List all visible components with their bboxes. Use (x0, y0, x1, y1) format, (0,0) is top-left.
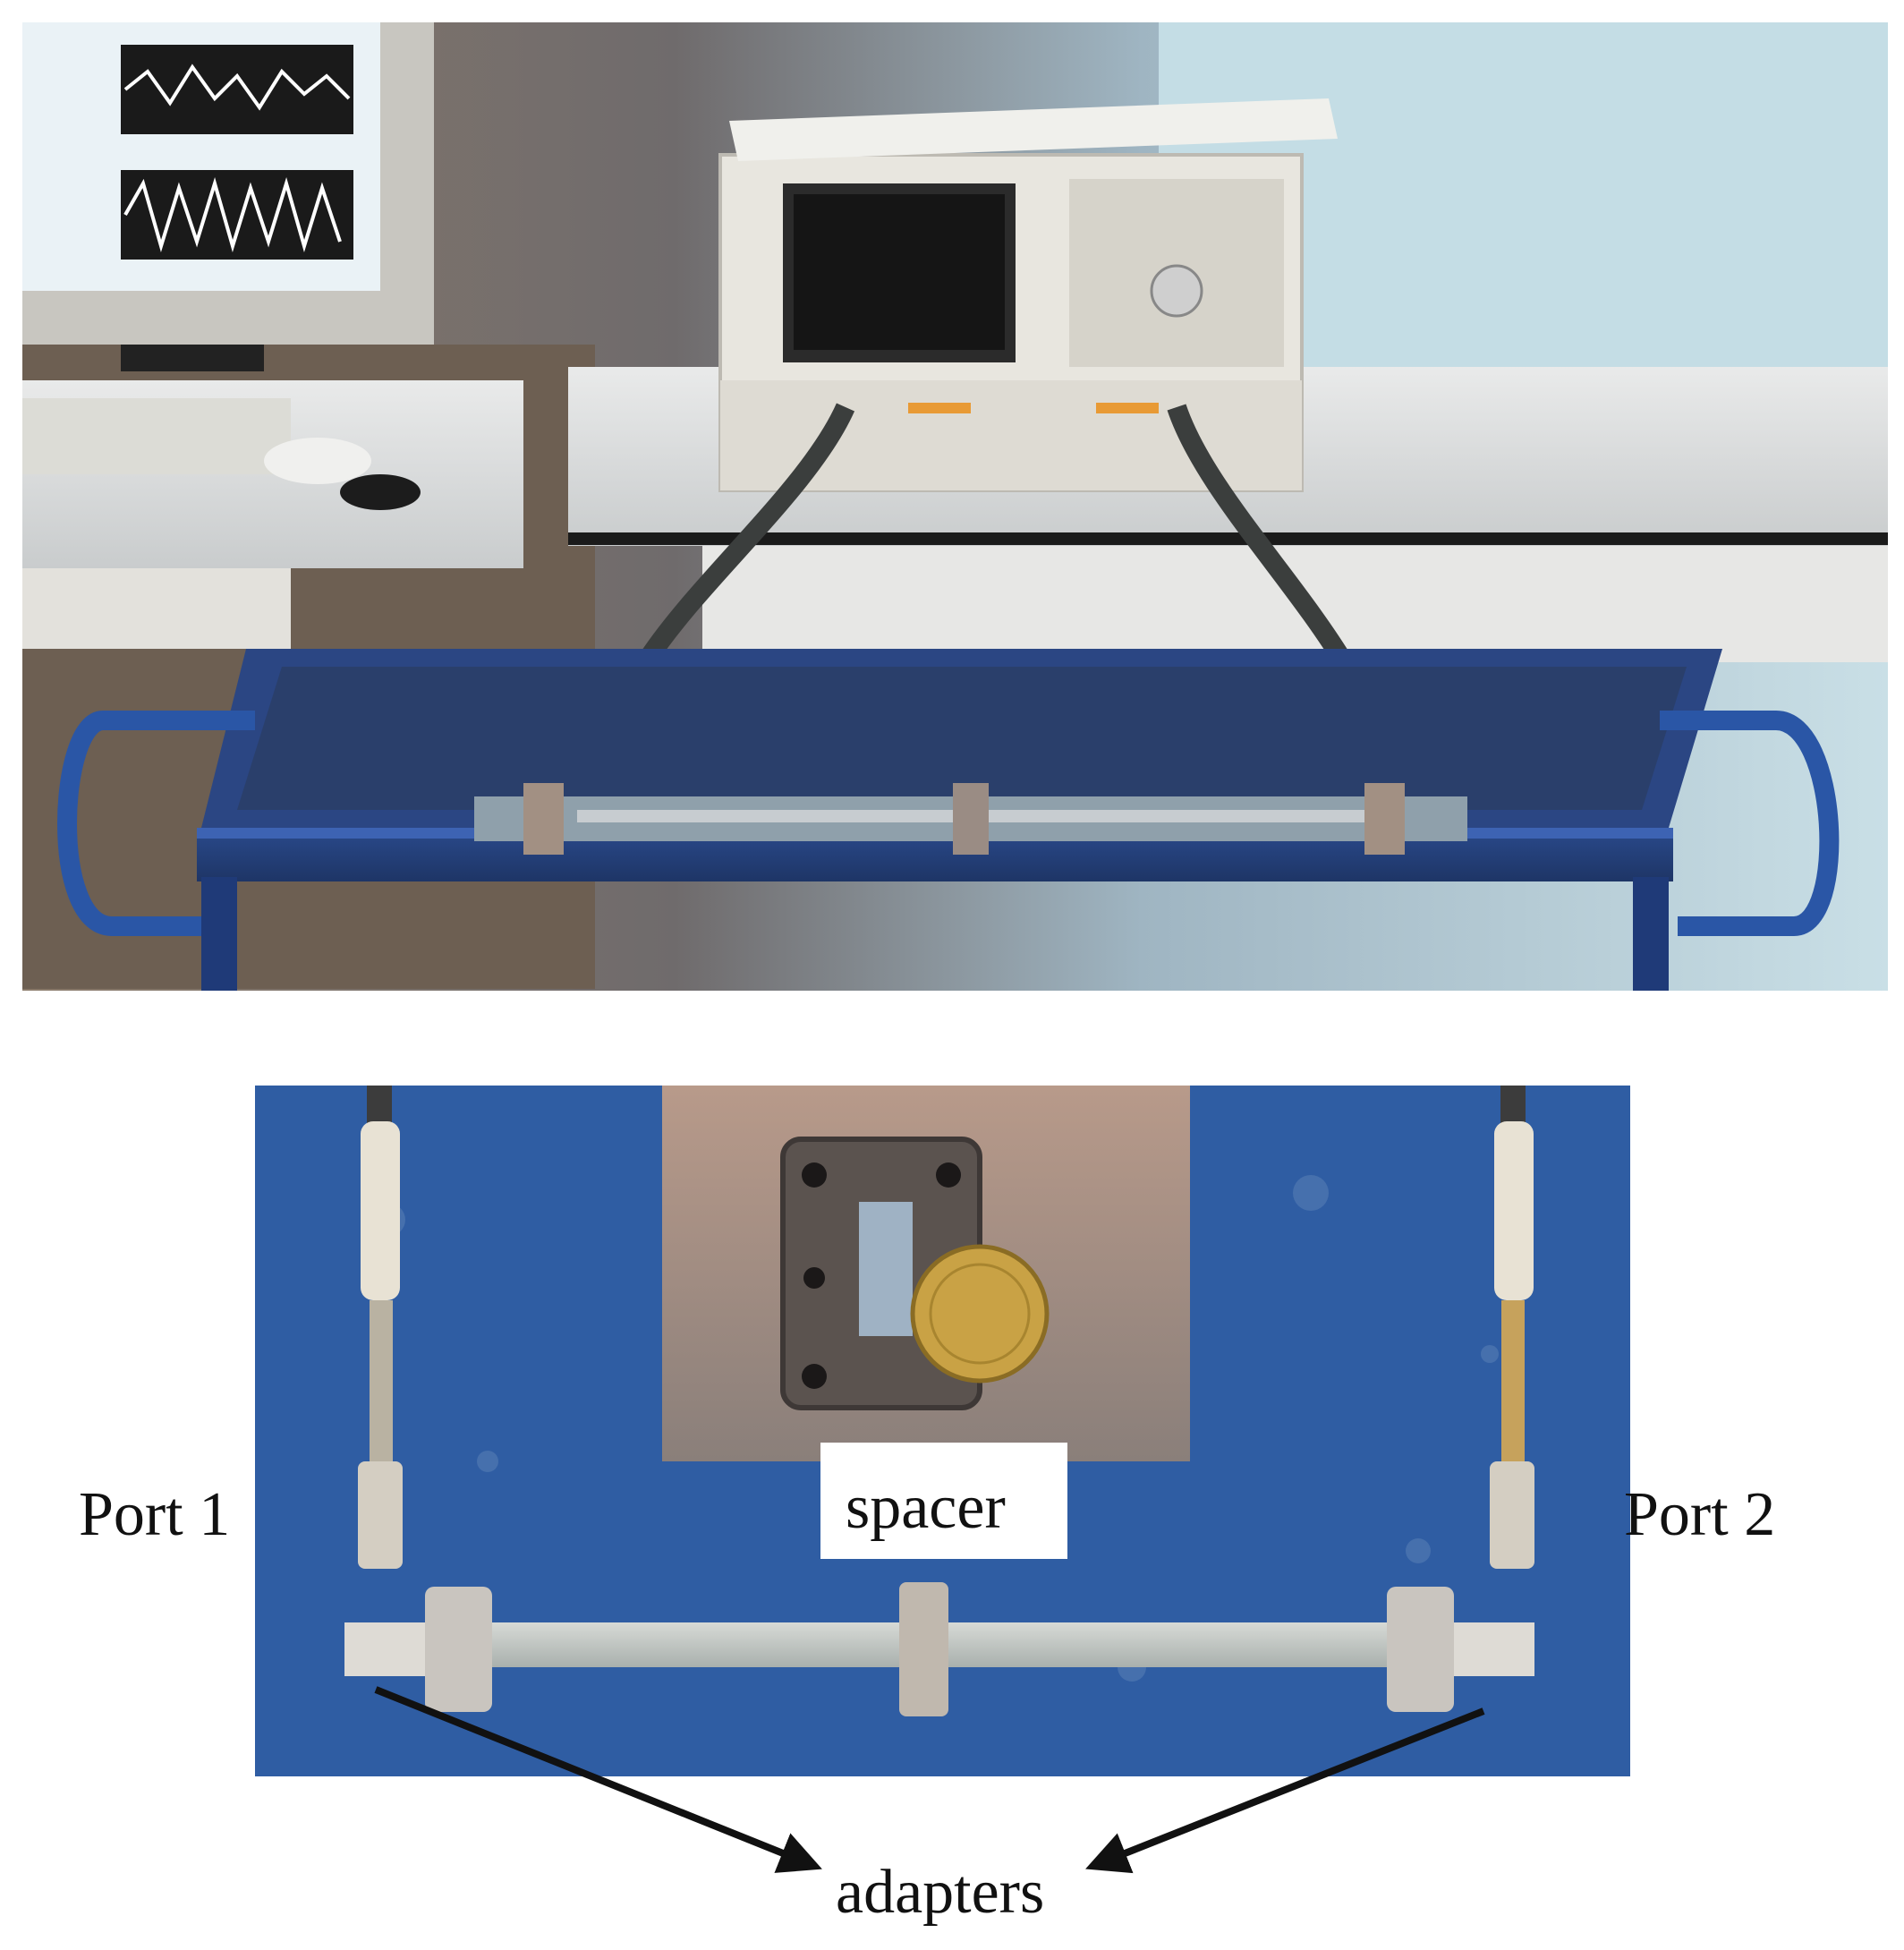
left-adapter-arrow (374, 1686, 822, 1873)
spacer-label-box (820, 1443, 1067, 1559)
spacer-label: spacer (846, 1473, 1006, 1542)
right-adapter (1387, 1587, 1454, 1712)
port1-cable-connector (361, 1121, 400, 1300)
port2-cable-connector (1494, 1121, 1534, 1300)
keyboard (22, 398, 291, 474)
spacer-flange (899, 1582, 948, 1716)
coin (910, 1244, 1050, 1384)
right-adapter-arrow (1085, 1707, 1485, 1874)
port2-label: Port 2 (1624, 1480, 1776, 1549)
left-adapter (425, 1587, 492, 1712)
port1-label: Port 1 (79, 1480, 231, 1549)
adapters-label: adapters (836, 1858, 1045, 1927)
setup-photo (22, 22, 1888, 991)
waveguide-closeup-photo (255, 1086, 1630, 1776)
